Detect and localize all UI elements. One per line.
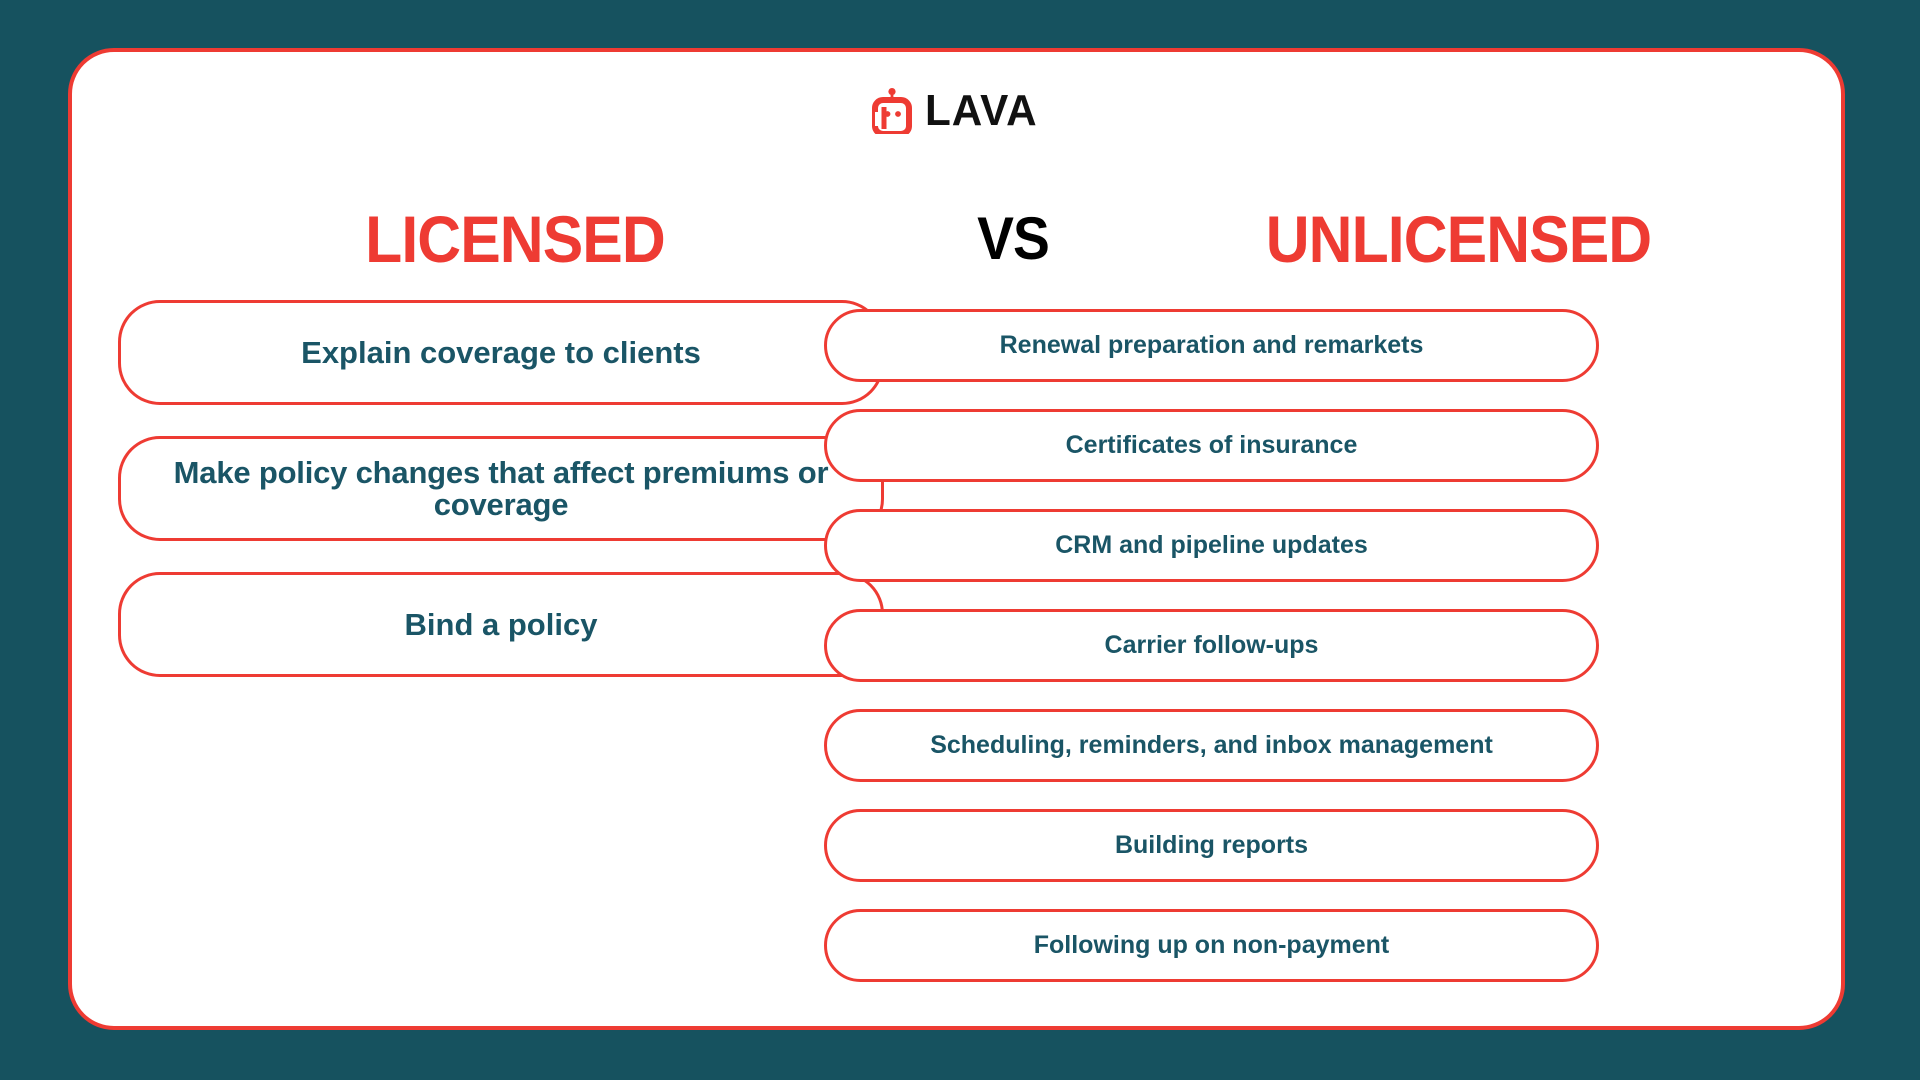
licensed-item: Make policy changes that affect premiums…	[118, 436, 884, 541]
unlicensed-item: Scheduling, reminders, and inbox managem…	[824, 709, 1599, 782]
licensed-item: Explain coverage to clients	[118, 300, 884, 405]
brand-logo: LAVA	[72, 86, 1841, 137]
heading-vs: VS	[977, 205, 1050, 272]
robot-head-icon	[870, 88, 914, 137]
unlicensed-column: Renewal preparation and remarkets Certif…	[824, 309, 1599, 1009]
comparison-columns: Explain coverage to clients Make policy …	[72, 300, 1841, 1000]
comparison-headings: LICENSED VS UNLICENSED	[72, 199, 1841, 279]
unlicensed-item: Following up on non-payment	[824, 909, 1599, 982]
main-card: LAVA LICENSED VS UNLICENSED Explain cove…	[68, 48, 1845, 1030]
unlicensed-item: Renewal preparation and remarkets	[824, 309, 1599, 382]
unlicensed-item: Carrier follow-ups	[824, 609, 1599, 682]
unlicensed-item: CRM and pipeline updates	[824, 509, 1599, 582]
licensed-item: Bind a policy	[118, 572, 884, 677]
licensed-column: Explain coverage to clients Make policy …	[118, 300, 884, 708]
unlicensed-item: Certificates of insurance	[824, 409, 1599, 482]
unlicensed-item: Building reports	[824, 809, 1599, 882]
heading-unlicensed: UNLICENSED	[1265, 202, 1652, 276]
logo-wordmark: LAVA	[925, 86, 1038, 135]
heading-licensed: LICENSED	[365, 202, 666, 276]
